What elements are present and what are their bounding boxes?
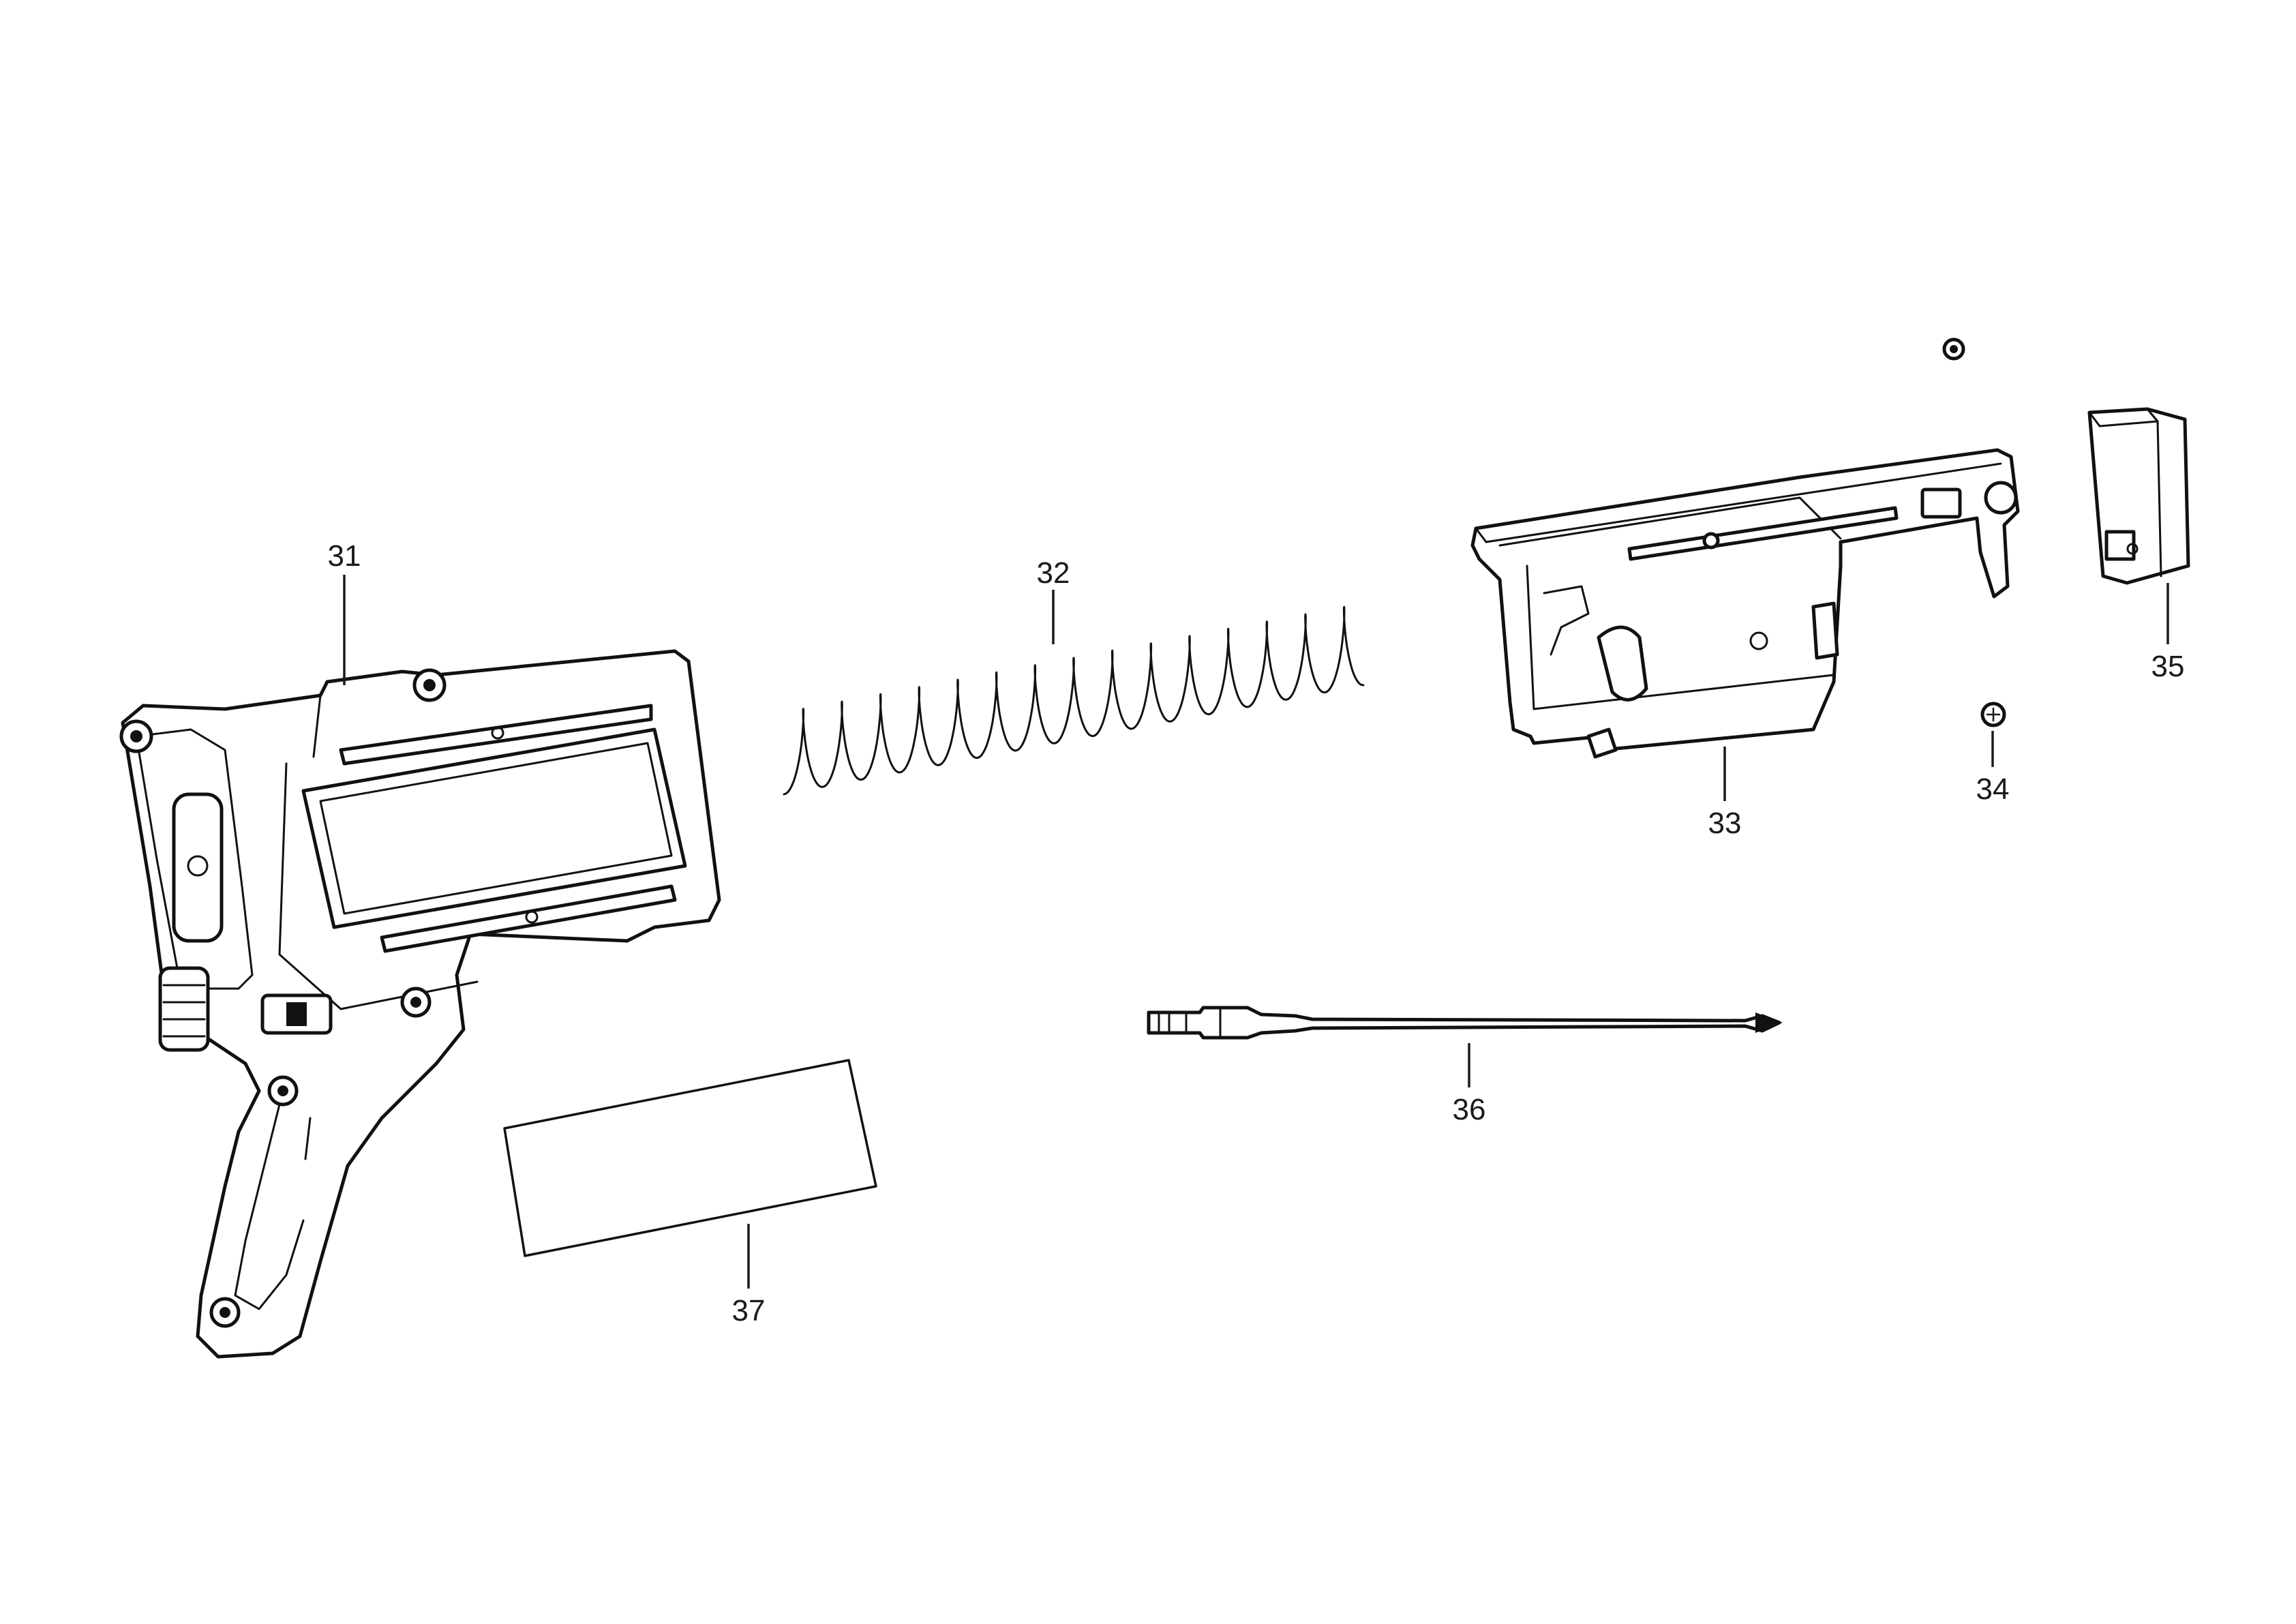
- screw-icon: [1980, 702, 2006, 727]
- label-part-34: 34: [1976, 772, 2010, 806]
- label-part-36: 36: [1453, 1093, 1486, 1126]
- part-32-spring: [783, 605, 1365, 796]
- part-35-cap: [2087, 407, 2190, 585]
- part-34-screws: [1942, 337, 2006, 727]
- screw-icon: [1942, 337, 1965, 361]
- part-31-housing: [119, 649, 721, 1359]
- label-part-32: 32: [1037, 556, 1070, 590]
- label-part-35: 35: [2151, 650, 2185, 683]
- callout-labels: 31 32 33 34 35 36 37: [328, 539, 2185, 1327]
- part-33-frame: [1470, 448, 2020, 759]
- part-37-label-sheet: [503, 1059, 877, 1257]
- screw-icon: [119, 668, 447, 1328]
- label-part-31: 31: [328, 539, 361, 573]
- leader-lines: [343, 575, 2169, 1289]
- part-36-bit: [1147, 1006, 1783, 1040]
- label-part-33: 33: [1708, 807, 1742, 840]
- label-part-37: 37: [732, 1294, 766, 1327]
